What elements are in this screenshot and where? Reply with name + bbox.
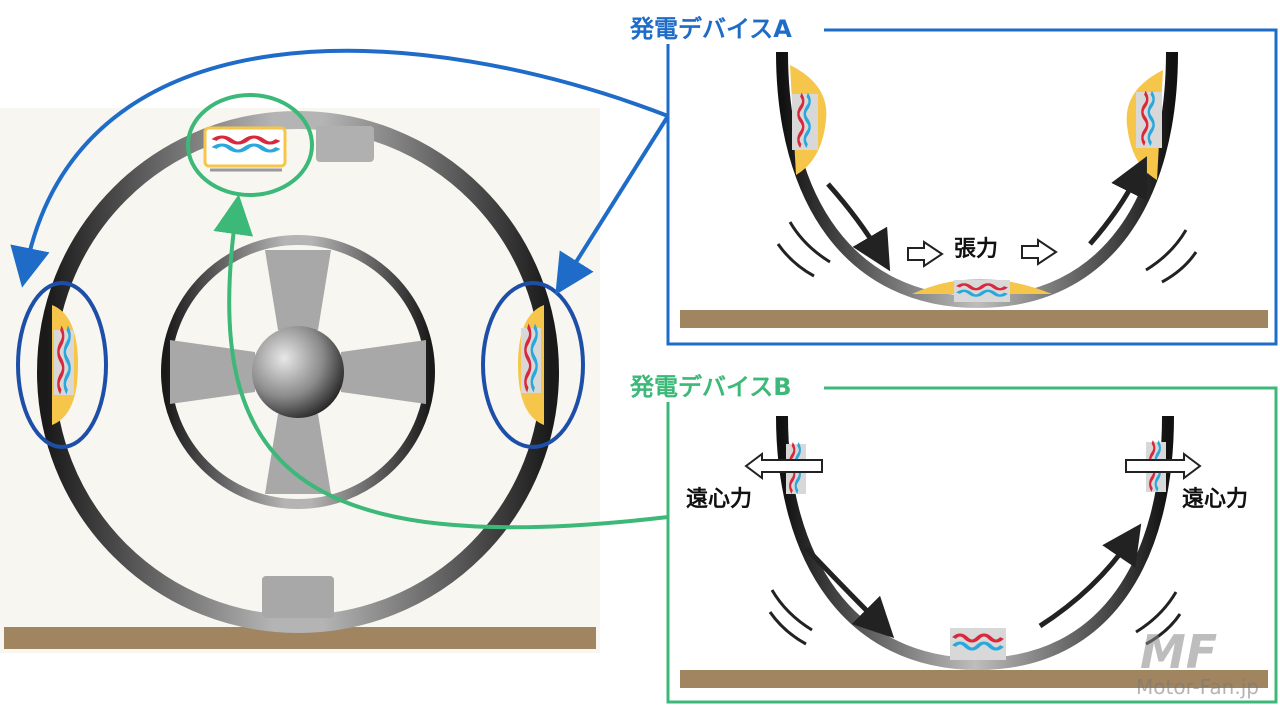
panel-b-centrifugal-arrow-left — [744, 452, 823, 480]
panel-b-force-label-right: 遠心力 — [1182, 486, 1248, 512]
tread-block-top — [316, 126, 374, 162]
panel-a-arrow-up — [1088, 156, 1147, 246]
panel-a-speed-lines-left — [776, 221, 831, 278]
tire-device-right — [518, 305, 544, 425]
panel-b-title: 発電デバイスB — [629, 373, 792, 401]
tire-device-left — [52, 305, 78, 425]
arrow-a-to-right — [555, 114, 670, 295]
panel-a-speed-lines-right — [1145, 229, 1198, 284]
tire-device-top — [203, 126, 287, 172]
watermark-text: Motor-Fan.jp — [1136, 675, 1259, 699]
panel-b-speed-lines-left — [768, 589, 813, 646]
tire — [37, 111, 559, 633]
highlight-oval-right — [481, 281, 585, 449]
watermark: MF Motor-Fan.jp — [1136, 625, 1259, 699]
panel-b-ground — [680, 670, 1268, 688]
panel-b-title-bg — [622, 368, 824, 402]
arrow-a-to-left — [10, 48, 669, 288]
panel-a-tension-arrow-left — [907, 240, 944, 268]
panel-a-title: 発電デバイスA — [629, 15, 792, 43]
panel-a-title-bg — [622, 10, 824, 44]
panel-b-speed-lines-right — [1135, 591, 1182, 646]
wheel-scene — [0, 93, 600, 653]
tread-block-bottom — [262, 576, 334, 618]
wheel-ground — [4, 627, 596, 649]
panel-b-force-label-left: 遠心力 — [686, 486, 752, 512]
panel-a-force-label: 張力 — [954, 237, 998, 262]
highlight-oval-left — [16, 281, 108, 449]
panel-a-tension-arrow-right — [1021, 238, 1058, 266]
wheel-spokes — [170, 250, 426, 494]
wheel-hub — [252, 326, 344, 418]
panel-a-arrow-down — [826, 182, 891, 272]
panel-b-arrow-up — [1038, 523, 1142, 629]
panel-b-centrifugal-arrow-right — [1125, 452, 1202, 480]
panel-a: 発電デバイスA 張力 — [622, 10, 1278, 346]
arrow-b-to-top — [213, 194, 669, 530]
panel-b-tire-curve — [776, 415, 1174, 671]
panel-a-ground — [680, 310, 1268, 328]
panel-b: 発電デバイスB 遠心力 遠心力 — [622, 368, 1278, 704]
watermark-logo: MF — [1140, 625, 1217, 679]
rim — [161, 235, 435, 509]
panel-b-arrow-down — [804, 546, 895, 639]
